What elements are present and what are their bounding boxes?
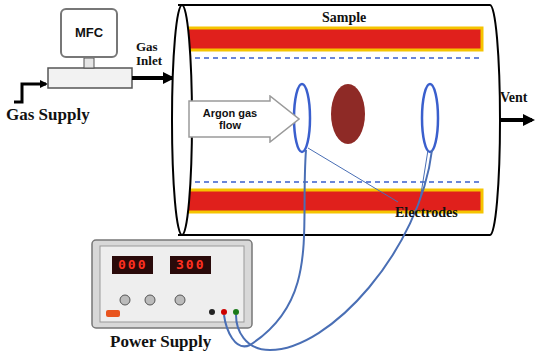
tube-top [178, 4, 490, 6]
part-label: Power Supply [110, 333, 211, 352]
tube-body [178, 5, 490, 235]
leader-line [308, 148, 398, 202]
display-readout: 300 [170, 256, 211, 274]
terminal [209, 309, 215, 315]
power-supply-case [92, 240, 252, 328]
display-readout: 000 [112, 256, 153, 274]
arrow-shape [189, 96, 299, 142]
controller-box: MFC [60, 8, 118, 58]
part-label: Electrodes [395, 205, 458, 220]
knob [120, 295, 130, 305]
mfc-body [48, 68, 132, 88]
power-switch [106, 310, 120, 317]
inner-tube-line [186, 181, 482, 183]
flow-arrow: Argon gas flow [188, 95, 300, 143]
knob [145, 295, 155, 305]
wire [236, 150, 432, 350]
box-label: MFC [75, 26, 103, 40]
tube-bottom [178, 234, 490, 236]
inner-tube-line [186, 57, 482, 59]
heater-band [186, 28, 482, 50]
part-label: Gas Supply [6, 106, 90, 125]
part-label: Vent [500, 90, 528, 105]
knob [175, 295, 185, 305]
electrode-ring [422, 84, 438, 152]
part-label: Gas Inlet [136, 40, 176, 69]
flow-label: Argon gas flow [194, 107, 266, 131]
power-supply-panel [100, 246, 244, 322]
terminal [233, 309, 239, 315]
sample-shape [331, 84, 365, 144]
gas-supply-line [14, 84, 46, 102]
part-label: Sample [322, 10, 366, 25]
arrow-outline [188, 95, 300, 143]
vent-arrow [500, 118, 532, 122]
terminal [221, 309, 227, 315]
mfc-stem [84, 58, 94, 68]
tube-end [490, 5, 500, 235]
gas-inlet-pipe [132, 76, 172, 80]
